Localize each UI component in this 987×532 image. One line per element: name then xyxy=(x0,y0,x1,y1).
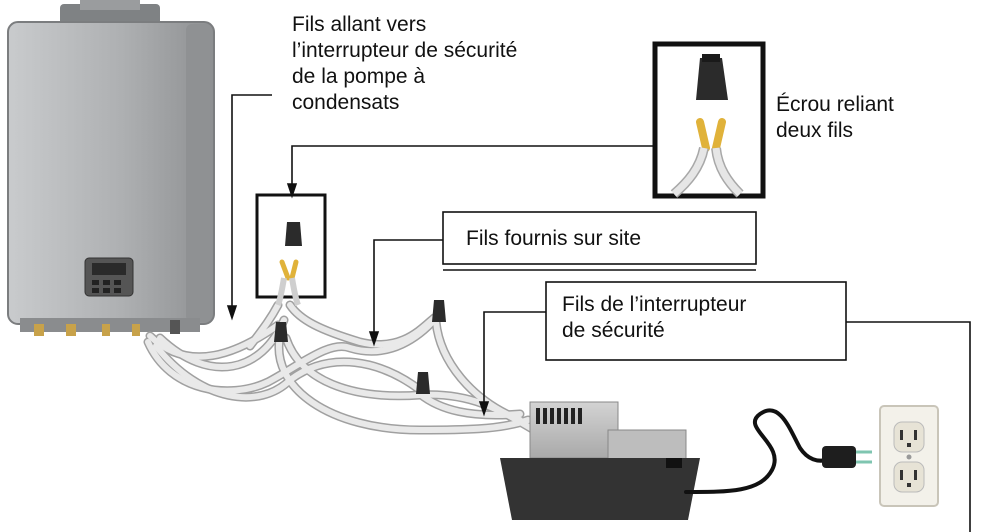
label-line: de sécurité xyxy=(562,319,665,342)
power-cord xyxy=(684,408,828,494)
label-line: de la pompe à xyxy=(292,65,426,88)
wire-nut-icon xyxy=(274,300,446,394)
label-wire-nut: Écrou reliant deux fils xyxy=(776,92,894,144)
label-line: Fils de l’interrupteur xyxy=(562,293,747,316)
junction-box xyxy=(255,193,327,307)
label-field-wires: Fils fournis sur site xyxy=(466,226,641,252)
water-heater-icon xyxy=(7,0,215,336)
wall-outlet-icon xyxy=(879,405,939,507)
switch-wires-box xyxy=(545,281,847,361)
label-line: Fils fournis sur site xyxy=(466,227,642,250)
label-wires-to-safety-switch: Fils allant vers l’interrupteur de sécur… xyxy=(292,12,517,116)
condensate-pump-icon xyxy=(500,401,700,520)
label-safety-switch-wires: Fils de l’interrupteur de sécurité xyxy=(562,292,746,344)
power-plug-icon xyxy=(822,446,872,468)
callout-leaders xyxy=(226,94,971,532)
label-line: condensats xyxy=(292,91,400,114)
label-line: Écrou reliant xyxy=(776,93,894,116)
label-line: Fils allant vers xyxy=(292,13,427,36)
label-line: l’interrupteur de sécurité xyxy=(292,39,518,62)
field-wires-box xyxy=(442,211,757,271)
label-line: deux fils xyxy=(776,119,854,142)
wire-bundle xyxy=(143,300,539,435)
wire-nut-detail xyxy=(652,41,766,199)
